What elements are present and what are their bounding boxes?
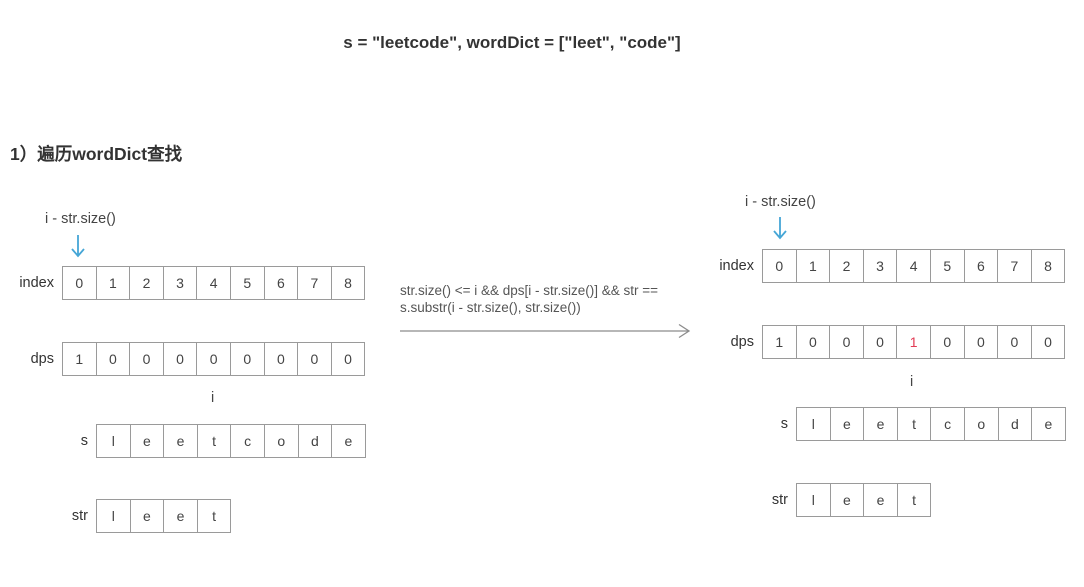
array-cell: 1	[62, 342, 97, 376]
transition-condition: str.size() <= i && dps[i - str.size()] &…	[400, 282, 658, 316]
condition-line-1: str.size() <= i && dps[i - str.size()] &…	[400, 283, 659, 298]
array-cell: 4	[196, 266, 231, 300]
example-title: s = "leetcode", wordDict = ["leet", "cod…	[343, 33, 681, 52]
right-s-row-label: s	[780, 416, 788, 432]
array-cell: 3	[162, 266, 198, 300]
right-arrow-icon	[400, 323, 691, 339]
array-cell: 1	[95, 266, 131, 300]
array-cell: 0	[795, 325, 831, 359]
array-cell: 0	[196, 342, 231, 376]
right-str-row-label: str	[771, 492, 788, 508]
array-cell: e	[863, 407, 898, 441]
array-cell: e	[331, 424, 366, 458]
array-cell: 8	[1030, 249, 1066, 283]
array-cell: l	[796, 483, 831, 517]
array-cell: 2	[129, 266, 164, 300]
condition-line-2: s.substr(i - str.size(), str.size())	[400, 300, 581, 315]
array-cell: d	[297, 424, 333, 458]
array-cell: e	[829, 483, 865, 517]
array-cell: e	[129, 424, 165, 458]
array-cell: 2	[829, 249, 864, 283]
right-dps-row-label: dps	[730, 334, 754, 350]
array-cell: e	[829, 407, 865, 441]
array-cell: e	[163, 424, 198, 458]
array-cell: 0	[862, 325, 898, 359]
down-arrow-icon	[71, 235, 85, 258]
step-heading: 1）遍历wordDict查找	[10, 144, 183, 164]
array-cell: d	[997, 407, 1033, 441]
left-index-row-label: index	[19, 275, 54, 291]
left-i-marker: i	[211, 390, 215, 406]
down-arrow-icon	[773, 217, 787, 240]
array-cell: 0	[1030, 325, 1066, 359]
array-cell: o	[963, 407, 999, 441]
array-cell: t	[896, 407, 932, 441]
array-cell: 0	[162, 342, 198, 376]
array-cell: t	[896, 483, 932, 517]
array-cell: e	[163, 499, 198, 533]
array-cell: o	[263, 424, 299, 458]
array-cell: 1	[896, 325, 931, 359]
left-pointer-label: i - str.size()	[45, 211, 116, 227]
array-cell: 0	[297, 342, 332, 376]
array-cell: 7	[997, 249, 1032, 283]
array-cell: c	[230, 424, 265, 458]
array-cell: l	[796, 407, 831, 441]
array-cell: 0	[963, 325, 999, 359]
array-cell: t	[196, 499, 232, 533]
array-cell: 6	[963, 249, 999, 283]
array-cell: 0	[263, 342, 299, 376]
array-cell: 6	[263, 266, 299, 300]
array-cell: 4	[896, 249, 931, 283]
array-cell: 0	[829, 325, 864, 359]
array-cell: e	[863, 483, 898, 517]
array-cell: l	[96, 499, 131, 533]
array-cell: 1	[795, 249, 831, 283]
right-pointer-label: i - str.size()	[745, 194, 816, 210]
right-index-row-label: index	[719, 258, 754, 274]
array-cell: e	[129, 499, 165, 533]
array-cell: 5	[929, 249, 965, 283]
array-cell: 0	[997, 325, 1032, 359]
array-cell: 0	[129, 342, 164, 376]
array-cell: e	[1031, 407, 1066, 441]
array-cell: 0	[95, 342, 131, 376]
array-cell: c	[930, 407, 965, 441]
array-cell: 0	[229, 342, 265, 376]
left-dps-row-label: dps	[30, 351, 54, 367]
array-cell: 1	[762, 325, 797, 359]
array-cell: t	[196, 424, 232, 458]
array-cell: 0	[62, 266, 97, 300]
array-cell: 0	[929, 325, 965, 359]
left-s-row-label: s	[80, 433, 88, 449]
array-cell: l	[96, 424, 131, 458]
array-cell: 0	[330, 342, 366, 376]
array-cell: 5	[229, 266, 265, 300]
left-str-row-label: str	[71, 508, 88, 524]
array-cell: 7	[297, 266, 332, 300]
array-cell: 8	[330, 266, 366, 300]
array-cell: 0	[762, 249, 797, 283]
right-i-marker: i	[910, 374, 914, 390]
array-cell: 3	[862, 249, 898, 283]
